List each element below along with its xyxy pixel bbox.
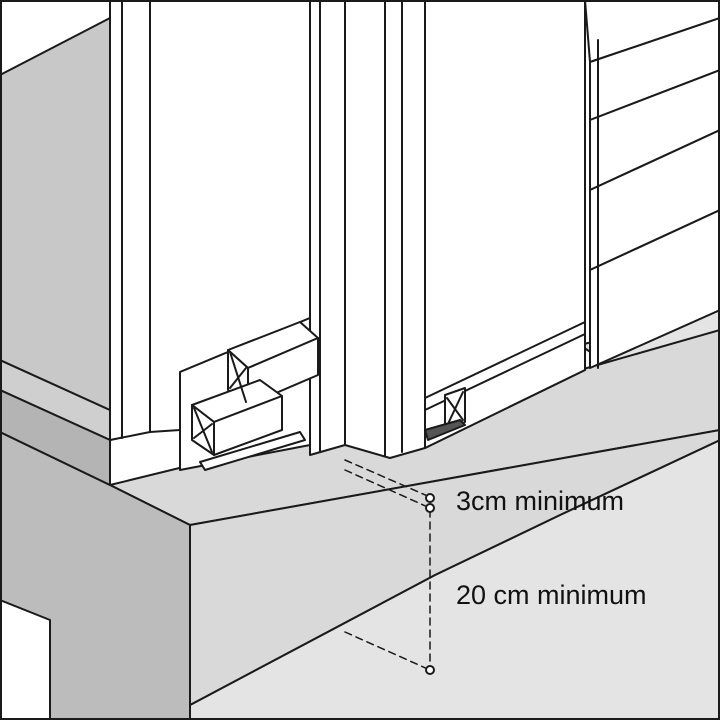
- stud-left: [309, 0, 346, 456]
- dimension-marker-top: [425, 493, 435, 503]
- clearance-guides: [344, 459, 431, 671]
- slab-ledge-front: [0, 389, 111, 486]
- insulation-block-assembly: [179, 317, 319, 471]
- dimension-marker-mid: [425, 503, 435, 513]
- label-wall-clearance: 3cm minimum: [456, 486, 624, 516]
- label-ground-clearance: 20 cm minimum: [456, 580, 647, 610]
- siding-boards: [584, 0, 720, 369]
- dimension-marker-bottom: [425, 665, 435, 675]
- foundation-opening: [0, 599, 51, 720]
- vent-grille: [424, 387, 466, 441]
- left-corner-post: [109, 0, 151, 441]
- left-wall: [0, 17, 111, 411]
